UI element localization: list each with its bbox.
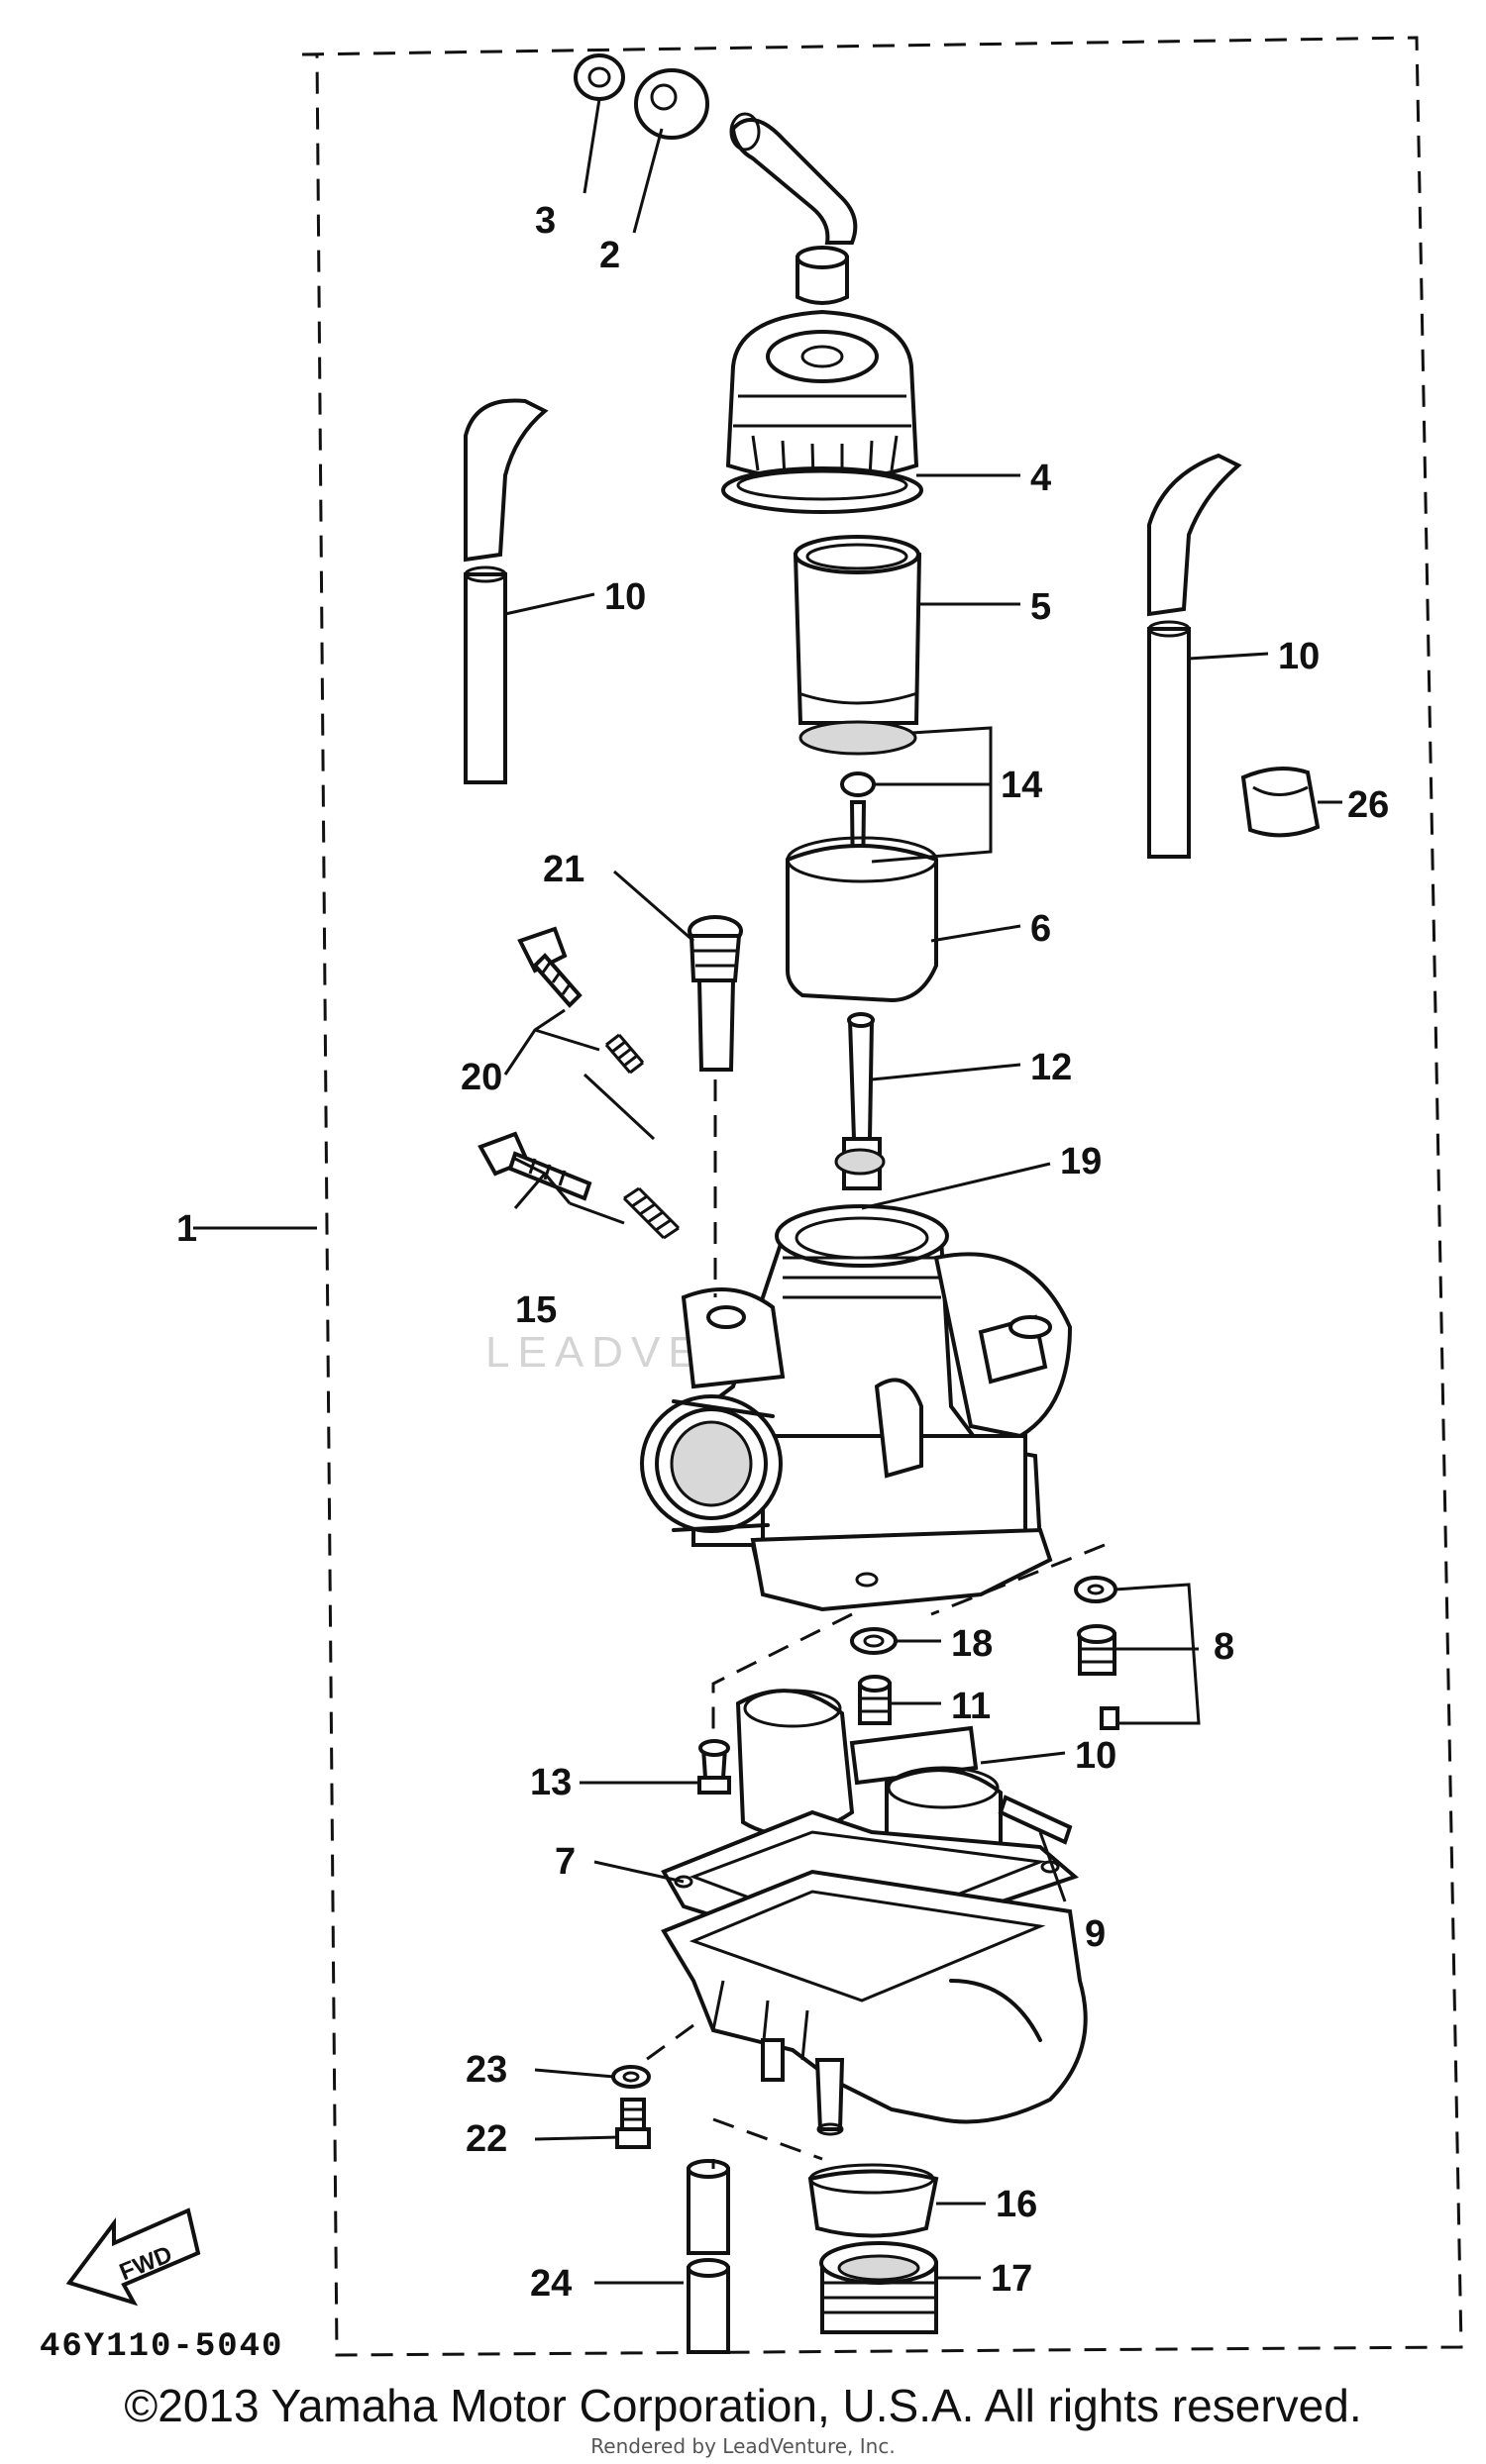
- part-4-chamber-top: [721, 309, 923, 514]
- callout-16: 15: [515, 1289, 557, 1331]
- fwd-arrow-icon: FWD: [65, 2207, 201, 2307]
- assembly-boundary: [301, 36, 1463, 2357]
- callout-10-left: 10: [604, 576, 646, 618]
- callout-6: 6: [1030, 908, 1051, 950]
- part-2-cap: [634, 68, 709, 140]
- part-25-tubes: [687, 2159, 730, 2354]
- part-15-clip: [840, 771, 876, 797]
- cap-grommet: [796, 246, 849, 305]
- part-22-starter-plunger: [688, 915, 743, 1072]
- part-8-drain-screw-set: [1074, 1576, 1119, 1730]
- callout-21: 20: [461, 1057, 502, 1098]
- float-bowl: [661, 1869, 1088, 2136]
- callout-13: 12: [1030, 1047, 1072, 1088]
- callout-7: 7: [555, 1841, 576, 1883]
- part-26-clip: [1240, 767, 1321, 838]
- callout-12: 11: [951, 1686, 991, 1727]
- pilot-screw-spring: [604, 1033, 645, 1075]
- callout-26: 26: [1347, 784, 1389, 826]
- alignment-lines: [638, 1079, 1106, 2169]
- rendered-by-notice: Rendered by LeadVenture, Inc.: [590, 2434, 896, 2458]
- callout-2: 2: [599, 235, 620, 276]
- part-9-float-pin: [998, 1795, 1073, 1845]
- part-code: 46Y110-5040: [40, 2328, 283, 2366]
- callouts: 3 2 4 5 14 6 12 19 10 10 26 21 20 15 1 8…: [176, 200, 1389, 2305]
- callout-22: 21: [543, 849, 584, 890]
- copyright-notice: ©2013 Yamaha Motor Corporation, U.S.A. A…: [124, 2380, 1362, 2431]
- callout-19: 18: [951, 1623, 993, 1665]
- part-3-nut: [574, 53, 625, 101]
- part-10-hose-left: [464, 398, 549, 784]
- part-23-bolt: [615, 2098, 651, 2149]
- throttle-stop-spring: [622, 1186, 681, 1240]
- callout-3: 3: [535, 200, 556, 242]
- callout-20: 19: [1060, 1141, 1102, 1182]
- callout-18: 17: [991, 2258, 1032, 2300]
- callout-25: 24: [530, 2263, 572, 2305]
- callout-14: 13: [530, 1762, 572, 1803]
- part-17-gasket: [807, 2163, 939, 2238]
- callout-11: 10: [1075, 1735, 1116, 1777]
- part-6-throttle-valve: [786, 836, 938, 1003]
- part-5-sleeve: [793, 535, 922, 756]
- part-18-plug: [819, 2241, 938, 2334]
- callout-9: 9: [1085, 1913, 1106, 1955]
- callout-8: 8: [1214, 1626, 1234, 1668]
- callout-17: 16: [996, 2184, 1037, 2225]
- callout-4: 4: [1030, 458, 1051, 499]
- callout-5: 5: [1030, 586, 1051, 628]
- callout-23: 22: [466, 2118, 507, 2160]
- vent-elbow-tube: [729, 112, 858, 245]
- part-10-hose-right: [1147, 453, 1242, 859]
- part-12-main-jet: [858, 1675, 892, 1725]
- callout-24: 23: [466, 2049, 507, 2091]
- part-14-screw: [697, 1739, 731, 1795]
- carburetor-body: [640, 1148, 1073, 1612]
- part-21-pilot-screw: [517, 926, 645, 1075]
- part-19-washer: [850, 1627, 898, 1655]
- leader-lines: [193, 98, 1342, 2285]
- callout-1: 1: [176, 1208, 197, 1250]
- callout-15: 14: [1001, 765, 1042, 806]
- part-24-washer: [611, 2065, 651, 2089]
- part-16-throttle-stop-screw: [478, 1131, 681, 1240]
- callout-10-right: 10: [1278, 636, 1320, 677]
